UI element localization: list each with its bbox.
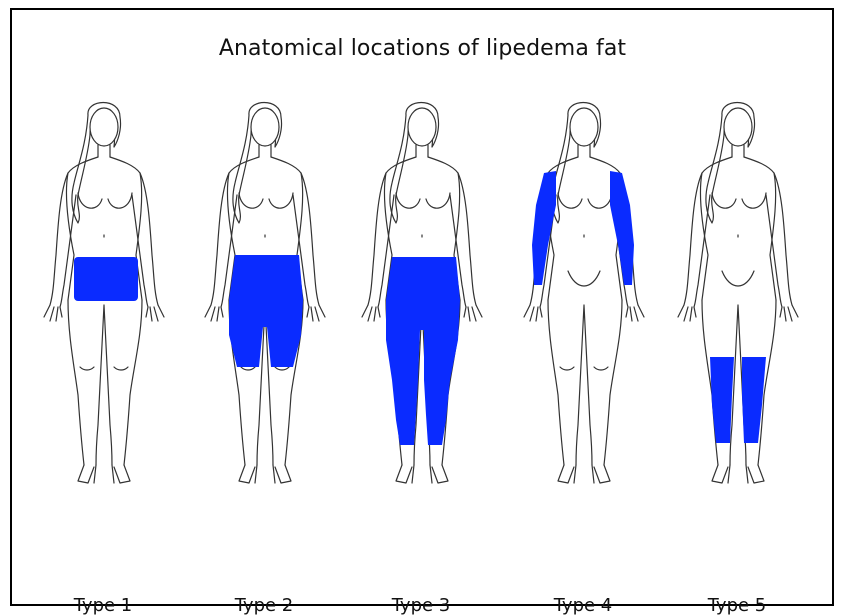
fat-region-hips-thighs [229,255,303,367]
fat-region-right-lower-leg [742,357,766,443]
body-neck [98,145,110,157]
fat-region-right-arm [610,171,634,285]
body-abdomen [722,235,754,286]
body-knees [560,367,608,370]
body-knees [241,367,289,370]
figure-label-type-4: Type 4 [508,595,658,616]
body-right-arm [766,173,792,307]
body-left-hand [205,305,223,321]
body-chest [396,193,450,208]
figure-label-type-5: Type 5 [662,595,812,616]
body-neck [578,145,590,157]
figure-label-type-2: Type 2 [189,595,339,616]
body-neck [416,145,428,157]
body-chest [712,193,766,208]
body-head [90,108,118,146]
body-figure-type-3 [346,95,496,495]
body-left-hand [362,305,380,321]
body-right-hand [464,305,482,321]
body-head [570,108,598,146]
body-outline [524,103,644,484]
body-knees [80,367,128,370]
body-figure-type-5 [662,95,812,495]
body-head [251,108,279,146]
body-right-hand [626,305,644,321]
body-figure-type-2 [189,95,339,495]
body-figure-type-4 [508,95,658,495]
body-head [408,108,436,146]
body-feet [78,465,130,483]
fat-region-hips-legs [386,257,460,445]
body-torso [700,157,776,300]
body-abdomen [568,235,600,286]
body-figure-type-1 [28,95,178,495]
body-left-hand [44,305,62,321]
body-chest [558,193,612,208]
body-feet [558,465,610,483]
fat-region-left-lower-leg [710,357,734,443]
body-head [724,108,752,146]
body-feet [239,465,291,483]
diagram-title: Anatomical locations of lipedema fat [0,36,845,61]
body-neck [259,145,271,157]
body-right-hand [146,305,164,321]
fat-region-hips [74,257,138,301]
body-legs [68,300,142,465]
figure-label-type-3: Type 3 [346,595,496,616]
body-neck [732,145,744,157]
figure-row: Type 1 Type 2 Type 3 Type 4 Type 5 [0,95,845,495]
body-right-hand [780,305,798,321]
body-feet [712,465,764,483]
figure-label-type-1: Type 1 [28,595,178,616]
body-chest [239,193,293,208]
body-left-hand [524,305,542,321]
body-outline [678,103,798,484]
body-feet [396,465,448,483]
body-left-hand [678,305,696,321]
body-right-hand [307,305,325,321]
body-legs [548,300,622,465]
body-chest [78,193,132,208]
